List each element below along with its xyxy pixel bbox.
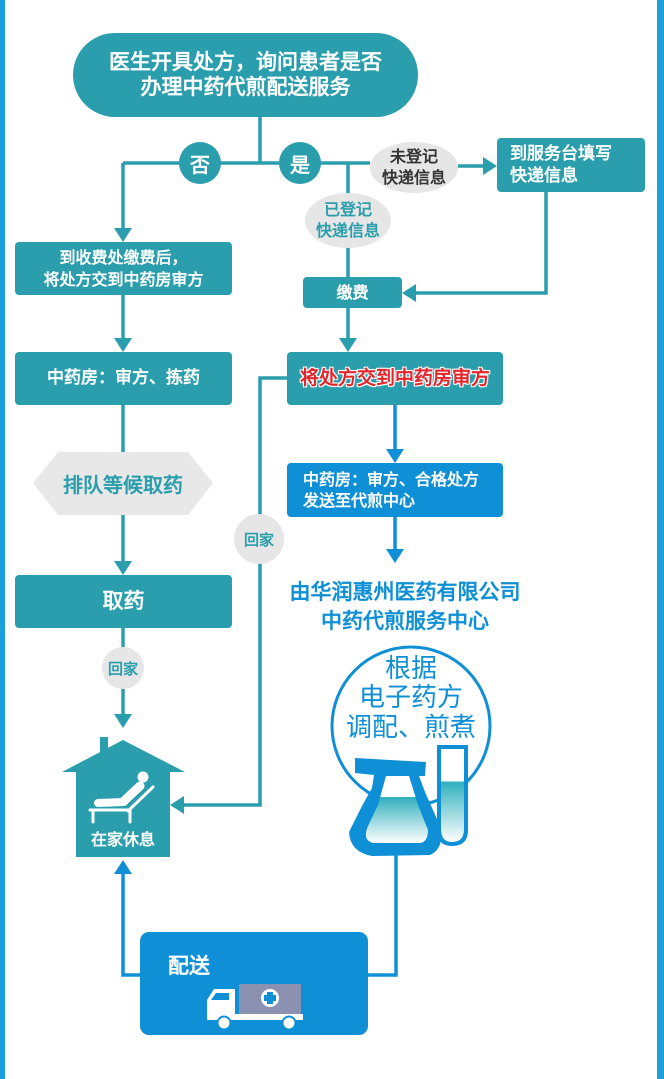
delivery-node: 配送 [140, 932, 368, 1035]
go-home-badge: 回家 [102, 647, 144, 689]
service-desk-text-line: 到服务台填写 [510, 143, 612, 164]
pharmacy-send-text-line: 发送至代煎中心 [303, 491, 416, 510]
pharmacy-pick-node: 中药房：审方、拣药 [15, 352, 232, 405]
unregistered-text-line: 未登记 [389, 146, 438, 166]
decision-yes: 是 [279, 142, 321, 184]
decision-no: 否 [179, 142, 221, 184]
unregistered-express-node: 未登记 快递信息 [370, 142, 458, 193]
process-text-line: 调配、煎煮 [345, 712, 476, 743]
decoction-center-title: 由华润惠州医药有限公司 中药代煎服务中心 [270, 575, 540, 639]
submit-prescription-node: 将处方交到中药房审方 [287, 352, 503, 405]
arrow-head [114, 860, 132, 874]
process-description: 根据 电子药方 调配、煎煮 [340, 652, 482, 746]
connector-delivery-to-home [121, 872, 140, 977]
home-rest-label: 在家休息 [90, 830, 155, 849]
arrow-head [170, 796, 184, 814]
arrow-head [339, 338, 357, 352]
pay-then-submit-node: 到收费处缴费后， 将处方交到中药房审方 [15, 242, 232, 295]
connector-desk-to-pay [414, 192, 548, 295]
delivery-label: 配送 [168, 954, 210, 978]
arrow-head [483, 157, 497, 175]
arrow-head [114, 228, 132, 242]
queue-hexagon [33, 452, 213, 515]
connector-submit-go-home [182, 376, 287, 807]
center-text-line: 由华润惠州医药有限公司 [289, 579, 521, 604]
start-text-line: 办理中药代煎配送服务 [140, 75, 351, 99]
frame-border-right [657, 0, 664, 1079]
medical-cross-icon [261, 989, 279, 1007]
submit-prescription-text: 将处方交到中药房审方 [299, 366, 490, 389]
center-text-line: 中药代煎服务中心 [321, 609, 489, 633]
test-tube-icon [437, 745, 468, 846]
arrow-head [114, 714, 132, 728]
pharmacy-send-node: 中药房：审方、合格处方 发送至代煎中心 [287, 463, 503, 517]
registered-express-node: 已登记 快递信息 [305, 193, 391, 248]
flask-icon [349, 758, 442, 856]
unregistered-text-line: 快递信息 [381, 167, 446, 187]
pharmacy-send-text-line: 中药房：审方、合格处方 [303, 469, 480, 489]
registered-text-line: 已登记 [323, 199, 372, 219]
registered-text-line: 快递信息 [315, 220, 380, 240]
start-node: 医生开具处方，询问患者是否 办理中药代煎配送服务 [73, 33, 418, 117]
delivery-truck-icon [207, 984, 303, 1031]
service-desk-node: 到服务台填写 快递信息 [497, 138, 645, 192]
pay-then-submit-text-line: 将处方交到中药房审方 [43, 269, 204, 289]
arrow-head [386, 449, 404, 463]
connector-center-to-delivery [368, 850, 398, 977]
pay-then-submit-text-line: 到收费处缴费后， [59, 248, 188, 268]
frame-border-left [0, 0, 5, 1079]
arrow-head [114, 338, 132, 352]
process-text-line: 电子药方 [358, 683, 463, 714]
reclining-person-icon [88, 771, 155, 824]
pay-node: 缴费 [303, 277, 402, 308]
service-desk-text-line: 快递信息 [510, 166, 578, 186]
process-text-line: 根据 [384, 653, 437, 684]
arrow-head [114, 561, 132, 575]
arrow-head [386, 549, 404, 563]
arrow-head [402, 284, 416, 302]
start-text-line: 医生开具处方，询问患者是否 [109, 49, 382, 74]
go-home-badge: 回家 [234, 514, 284, 564]
queue-node-text: 排队等候取药 [63, 473, 183, 497]
pickup-node: 取药 [15, 575, 232, 628]
